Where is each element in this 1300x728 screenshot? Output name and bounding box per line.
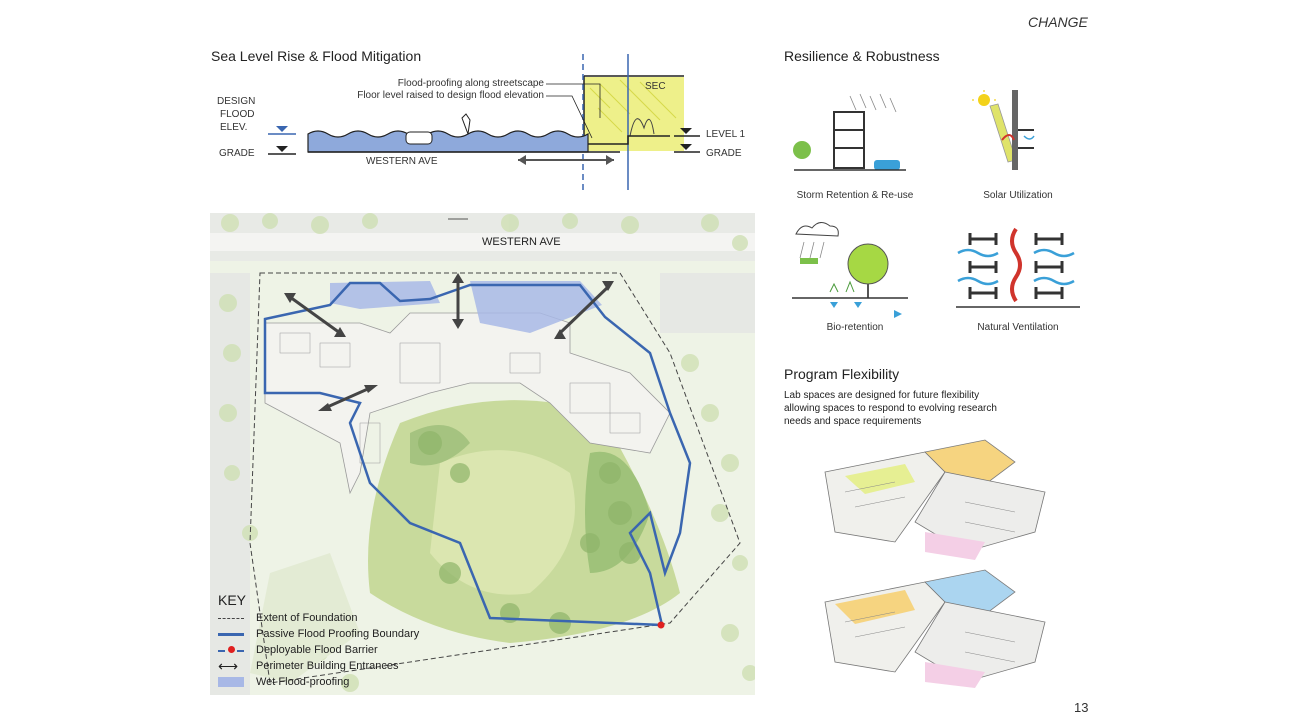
- boundary-line-icon: [218, 629, 244, 639]
- grade-marker-left: [276, 146, 288, 152]
- legend-item: Deployable Flood Barrier: [218, 642, 458, 658]
- resilience-title: Resilience & Robustness: [784, 48, 940, 64]
- storm-retention-icon: [793, 93, 906, 171]
- legend-title: KEY: [218, 592, 247, 608]
- barrier-icon: [218, 645, 244, 655]
- deployable-barrier-icon: [657, 621, 665, 629]
- flood-proofing-boundary: [263, 281, 692, 627]
- wet-flood-swatch: [218, 677, 244, 687]
- program-title: Program Flexibility: [784, 366, 900, 382]
- double-arrow-icon: ⟷: [218, 658, 239, 674]
- legend: KEY Extent of Foundation Passive Flood P…: [218, 592, 458, 690]
- caption-solar-utilization: Solar Utilization: [983, 190, 1053, 201]
- building-footprint: [264, 312, 671, 495]
- label-sec: SEC: [645, 81, 666, 92]
- flood-section-diagram: [268, 54, 700, 190]
- plan-street-label: WESTERN AVE: [482, 236, 561, 248]
- legend-item: Wet Flood-proofing: [218, 674, 458, 690]
- grade-marker-right: [680, 144, 692, 150]
- label-design: DESIGN: [217, 96, 256, 107]
- caption-bio-retention: Bio-retention: [826, 322, 884, 333]
- bio-retention-icon: [792, 222, 908, 318]
- solar-utilization-icon: [972, 90, 1035, 170]
- label-flood: FLOOD: [220, 109, 255, 120]
- level-1-marker: [680, 128, 692, 134]
- building-section-fill: [584, 77, 684, 151]
- site-plan: [210, 213, 755, 695]
- wet-flood-zone-east: [470, 281, 602, 333]
- flood-water: [307, 130, 589, 153]
- flood-section-title: Sea Level Rise & Flood Mitigation: [211, 48, 422, 64]
- label-street: WESTERN AVE: [366, 156, 438, 167]
- note-streetscape: Flood-proofing along streetscape: [397, 78, 544, 89]
- design-flood-marker: [276, 126, 288, 132]
- person-icon: [461, 113, 471, 135]
- legend-item: Extent of Foundation: [218, 610, 458, 626]
- entrance-arrows: [289, 279, 610, 410]
- natural-ventilation-icon: [956, 227, 1080, 308]
- note-floor-level: Floor level raised to design flood eleva…: [357, 90, 544, 101]
- legend-item: ⟷ Perimeter Building Entrances: [218, 658, 399, 674]
- legend-item: Passive Flood Proofing Boundary: [218, 626, 458, 642]
- car-icon: [405, 131, 433, 145]
- label-level-1: LEVEL 1: [706, 129, 746, 140]
- page-number: 13: [1074, 700, 1089, 715]
- lab-axo-upper: [824, 439, 1046, 560]
- section-label: CHANGE: [1028, 14, 1088, 30]
- label-grade-left: GRADE: [219, 148, 255, 159]
- label-grade-right: GRADE: [706, 148, 742, 159]
- program-description: Lab spaces are designed for future flexi…: [784, 390, 997, 427]
- lab-axonometric-diagrams: [824, 439, 1046, 688]
- lab-axo-lower: [824, 569, 1046, 688]
- site-plan-drawing: [210, 213, 755, 695]
- wet-flood-zone-west: [330, 281, 440, 309]
- caption-storm-retention: Storm Retention & Re-use: [796, 190, 914, 201]
- label-elev: ELEV.: [220, 122, 248, 133]
- caption-natural-ventilation: Natural Ventilation: [977, 322, 1059, 333]
- foundation-line-icon: [218, 613, 244, 623]
